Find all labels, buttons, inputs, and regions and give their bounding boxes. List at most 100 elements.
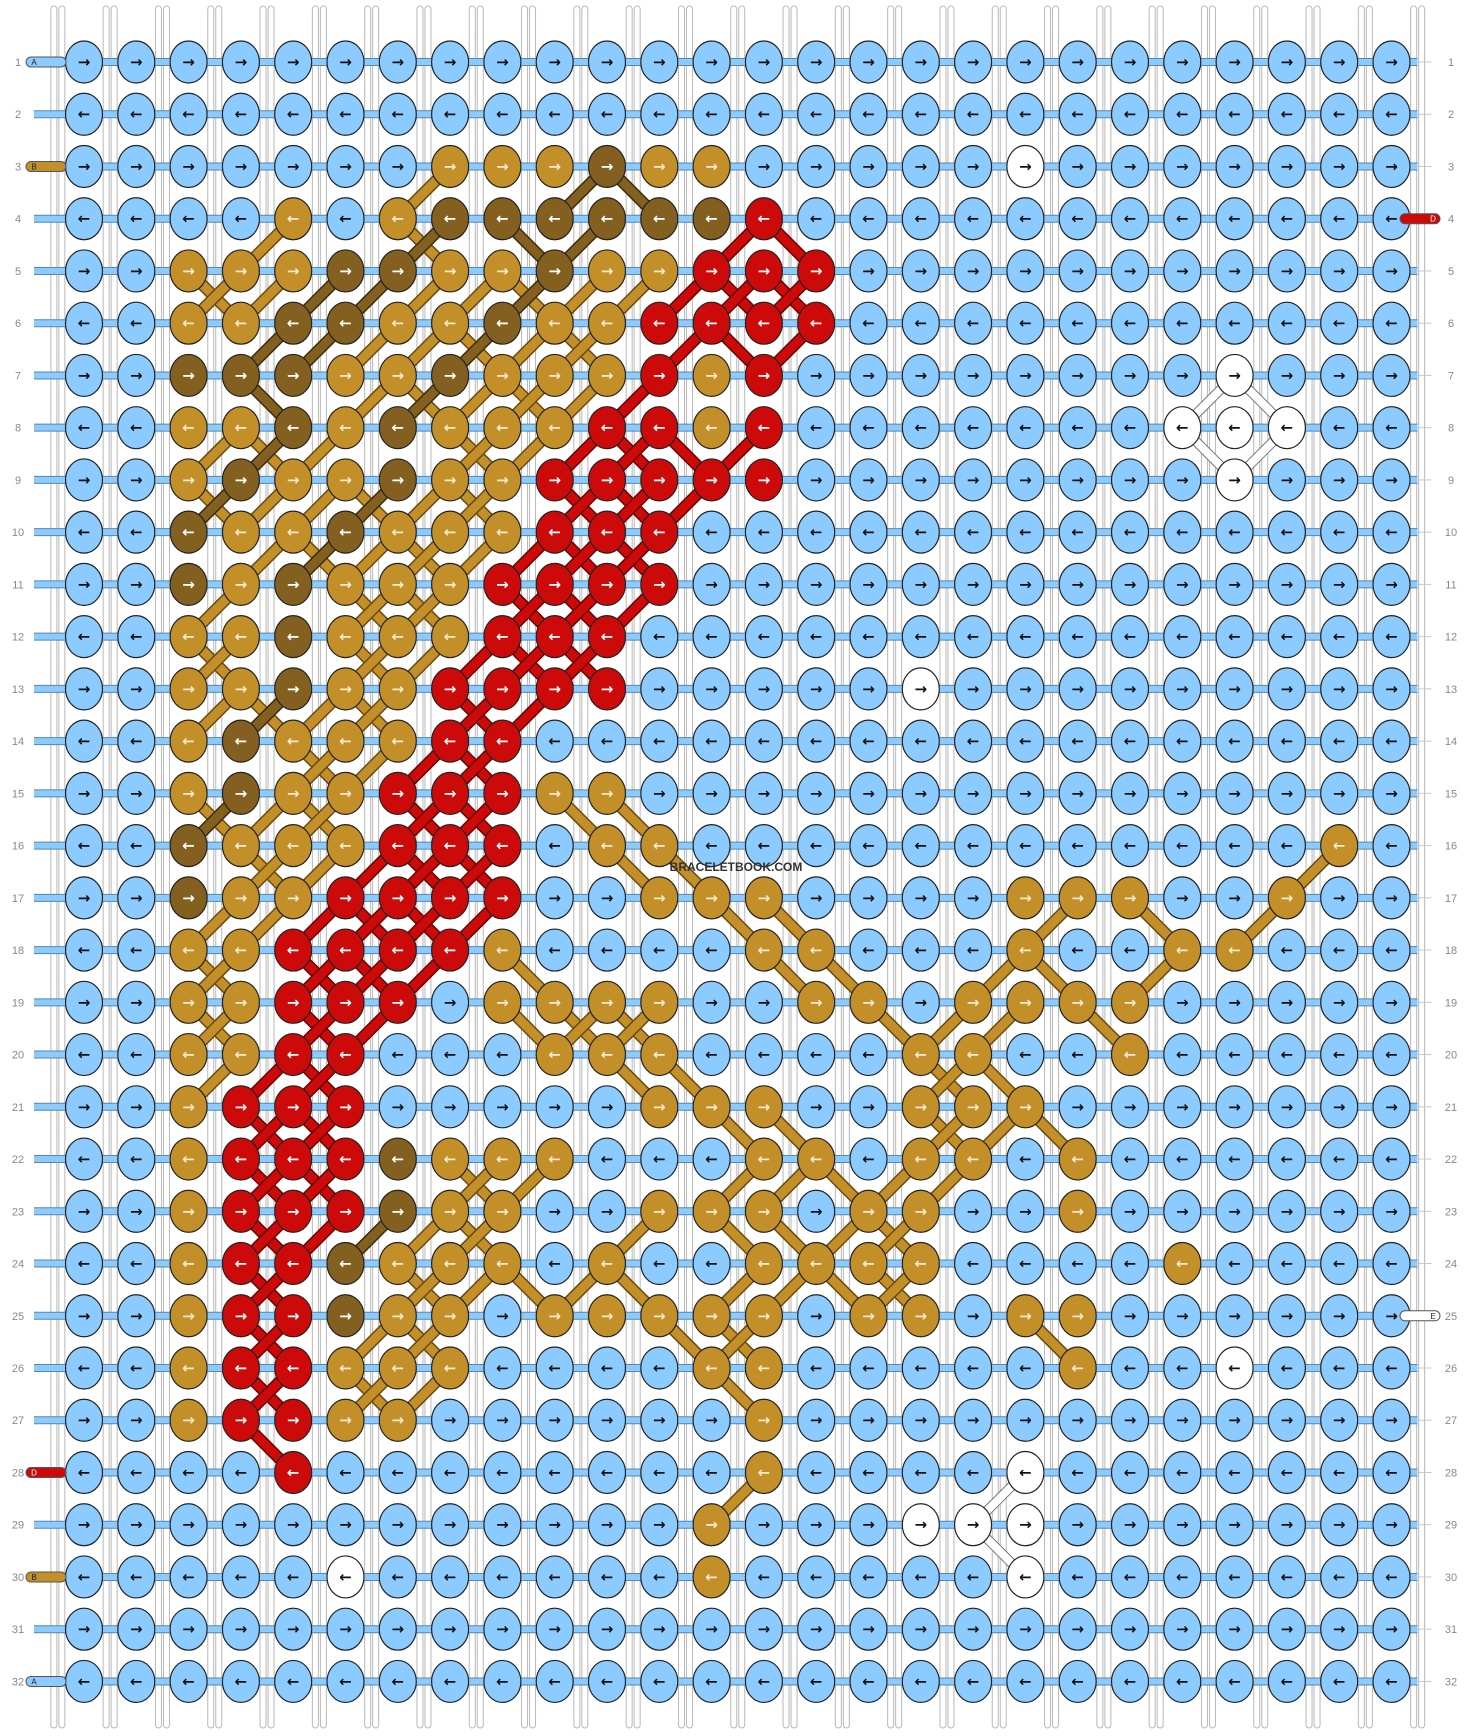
row-number-left: 18	[12, 945, 24, 957]
knot-r21-c14: →	[744, 1085, 784, 1129]
knot-body	[797, 1294, 836, 1338]
knot-r11-c26: →	[1372, 562, 1411, 607]
right-arrow-icon: →	[758, 53, 771, 71]
knot-body	[1215, 823, 1254, 868]
knot-body	[797, 1189, 836, 1233]
right-arrow-icon: →	[1281, 1098, 1294, 1116]
right-arrow-icon: →	[392, 680, 405, 698]
knot-r7-c9: →	[483, 353, 522, 398]
left-arrow-icon: ←	[496, 1359, 509, 1377]
left-arrow-icon: ←	[548, 1255, 561, 1273]
knot-body	[901, 1241, 940, 1286]
left-arrow-icon: ←	[182, 837, 195, 855]
left-arrow-icon: ←	[235, 1568, 248, 1586]
left-arrow-icon: ←	[862, 1150, 875, 1168]
right-arrow-icon: →	[653, 366, 666, 384]
knot-r24-c11: ←	[587, 1241, 627, 1286]
knot-body	[1163, 197, 1202, 241]
knot-body	[1006, 1032, 1045, 1077]
knot-r4-c21: ←	[1110, 197, 1150, 241]
left-arrow-icon: ←	[1228, 523, 1241, 541]
knot-body	[901, 249, 940, 293]
knot-body	[1320, 667, 1359, 711]
knot-body	[221, 1398, 260, 1442]
knot-r31-c6: →	[326, 1607, 365, 1651]
knot-r11-c24: →	[1267, 562, 1307, 607]
knot-r14-c20: ←	[1058, 719, 1097, 763]
right-arrow-icon: →	[1228, 471, 1241, 489]
knot-r11-c6: →	[326, 562, 365, 607]
knot-r5-c21: →	[1110, 249, 1150, 293]
right-arrow-icon: →	[1281, 1411, 1294, 1429]
knot-body	[1372, 1607, 1411, 1651]
left-arrow-icon: ←	[392, 941, 405, 959]
knot-body	[744, 144, 784, 189]
knot-body	[587, 197, 627, 241]
knot-body	[1372, 1137, 1411, 1181]
knot-body	[431, 823, 470, 868]
knot-body	[483, 353, 522, 398]
knot-body	[326, 980, 365, 1024]
right-arrow-icon: →	[78, 575, 91, 593]
row-number-left: 16	[12, 841, 24, 853]
knot-r26-c20: ←	[1058, 1346, 1097, 1390]
right-arrow-icon: →	[235, 157, 248, 175]
left-arrow-icon: ←	[287, 1463, 300, 1481]
knot-body	[117, 1085, 156, 1129]
knot-r5-c11: →	[587, 249, 627, 293]
left-arrow-icon: ←	[392, 628, 405, 646]
knot-body	[1163, 249, 1202, 293]
knot-r25-c18: →	[953, 1294, 993, 1338]
knot-r9-c22: →	[1163, 458, 1202, 502]
knot-r19-c19: →	[1006, 980, 1045, 1024]
knot-r29-c25: →	[1320, 1503, 1359, 1547]
knot-r22-c23: ←	[1215, 1137, 1254, 1181]
vertical-string-22-0	[1200, 5, 1208, 1729]
right-arrow-icon: →	[915, 1411, 928, 1429]
knot-body	[117, 771, 156, 815]
knot-body	[1006, 510, 1045, 554]
knot-r18-c1: ←	[64, 928, 104, 972]
knot-body	[640, 92, 679, 136]
knot-r5-c15: →	[797, 249, 836, 293]
knot-r13-c12: →	[640, 667, 679, 711]
knot-body	[535, 615, 574, 659]
knot-r18-c12: ←	[640, 928, 679, 972]
left-arrow-icon: ←	[1333, 314, 1346, 332]
knot-r25-c16: →	[849, 1294, 888, 1338]
knot-r1-c11: →	[587, 40, 627, 84]
knot-r16-c10: ←	[535, 823, 574, 868]
knot-body	[1058, 249, 1097, 293]
knot-r25-c23: →	[1215, 1294, 1254, 1338]
knot-r8-c26: ←	[1372, 406, 1411, 450]
knot-r14-c24: ←	[1267, 719, 1307, 763]
knot-body	[797, 876, 836, 920]
left-arrow-icon: ←	[1176, 1255, 1189, 1273]
left-arrow-icon: ←	[1228, 1568, 1241, 1586]
knot-body	[1006, 1241, 1045, 1286]
row-number-left: 19	[12, 997, 24, 1009]
knot-r28-c26: ←	[1372, 1450, 1411, 1495]
left-arrow-icon: ←	[339, 941, 352, 959]
right-arrow-icon: →	[78, 889, 91, 907]
knot-body	[1320, 197, 1359, 241]
knot-r21-c5: →	[274, 1085, 313, 1129]
left-arrow-icon: ←	[1176, 523, 1189, 541]
knot-r25-c11: →	[587, 1294, 627, 1338]
knot-r17-c26: →	[1372, 876, 1411, 920]
left-arrow-icon: ←	[339, 628, 352, 646]
right-arrow-icon: →	[496, 1202, 509, 1220]
left-arrow-icon: ←	[182, 1463, 195, 1481]
right-arrow-icon: →	[287, 157, 300, 175]
knot-body	[483, 1607, 522, 1651]
left-arrow-icon: ←	[78, 941, 91, 959]
knot-body	[587, 876, 627, 920]
knot-body	[221, 92, 260, 136]
knot-body	[326, 92, 365, 136]
knot-r28-c11: ←	[587, 1450, 627, 1495]
knot-r18-c18: ←	[953, 928, 993, 972]
left-arrow-icon: ←	[548, 1046, 561, 1064]
knot-r30-c16: ←	[849, 1555, 888, 1599]
knot-body	[953, 92, 993, 136]
knot-body	[1372, 1085, 1411, 1129]
